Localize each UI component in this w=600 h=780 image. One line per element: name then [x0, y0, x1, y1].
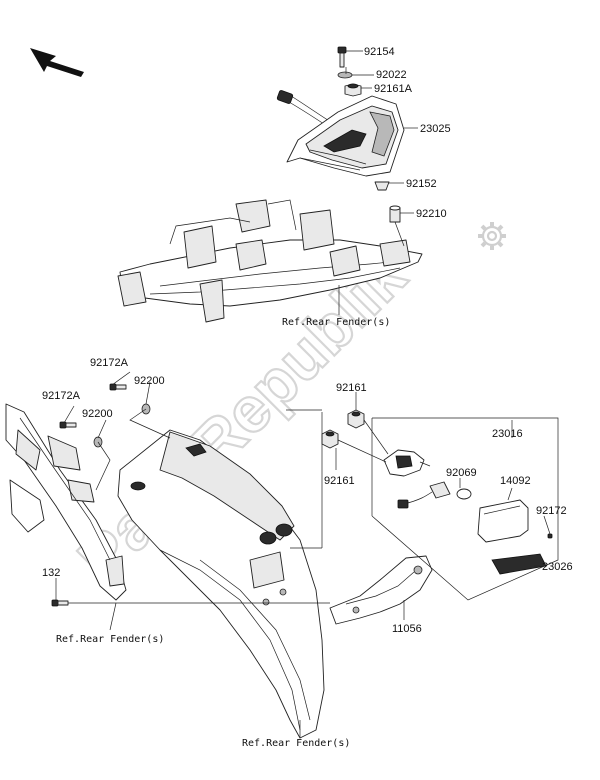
plate-bracket-11056 — [329, 555, 433, 625]
label-92152: 92152 — [406, 178, 437, 190]
label-92161-top: 92161 — [336, 382, 367, 394]
rear-fender-upper — [117, 199, 423, 323]
label-92172A-top: 92172A — [90, 357, 129, 369]
tail-light-23025 — [276, 90, 405, 177]
leaders-lower — [55, 371, 551, 738]
label-23026: 23026 — [542, 561, 573, 573]
washer-92022 — [337, 71, 353, 79]
bolt-92154 — [337, 46, 347, 68]
ref-rear-fender-left: Ref.Rear Fender(s) — [56, 634, 164, 645]
ref-rear-fender-upper: Ref.Rear Fender(s) — [282, 317, 390, 328]
arrow-icon — [30, 48, 84, 77]
label-23016: 23016 — [492, 428, 523, 440]
assembly-box-23016 — [371, 417, 559, 601]
gasket-23026 — [491, 553, 547, 575]
grommet-92161A — [344, 83, 362, 97]
screw-92172 — [547, 533, 553, 539]
label-92172: 92172 — [536, 505, 567, 517]
label-92069: 92069 — [446, 467, 477, 479]
leaders-upper — [338, 50, 418, 315]
label-92161A: 92161A — [374, 83, 413, 95]
lamp-housing-23016 — [383, 449, 431, 477]
lens-14092 — [477, 499, 529, 543]
frame-bracket-left — [5, 403, 127, 601]
label-132: 132 — [42, 567, 60, 579]
grommet-92161-bottom — [321, 429, 339, 449]
label-92200-top: 92200 — [134, 375, 165, 387]
rear-fender-lower — [117, 429, 325, 739]
bolt-132 — [51, 599, 69, 607]
label-14092: 14092 — [500, 475, 531, 487]
ref-rear-fender-bottom: Ref.Rear Fender(s) — [242, 738, 350, 749]
bulb-14092 — [456, 488, 472, 500]
collar-92152 — [374, 181, 390, 191]
label-92210: 92210 — [416, 208, 447, 220]
label-92022: 92022 — [376, 69, 407, 81]
gear-icon — [478, 222, 506, 250]
label-92172A-left: 92172A — [42, 390, 81, 402]
grommet-92161-top — [347, 409, 365, 429]
bolt-92172A-left — [59, 421, 77, 429]
label-92161-bottom: 92161 — [324, 475, 355, 487]
spacer-92210 — [389, 205, 401, 223]
label-23025: 23025 — [420, 123, 451, 135]
bolt-92172A-top — [109, 383, 127, 391]
label-92200-left: 92200 — [82, 408, 113, 420]
label-92154: 92154 — [364, 46, 395, 58]
label-11056: 11056 — [392, 623, 422, 635]
socket-92069 — [397, 481, 451, 509]
